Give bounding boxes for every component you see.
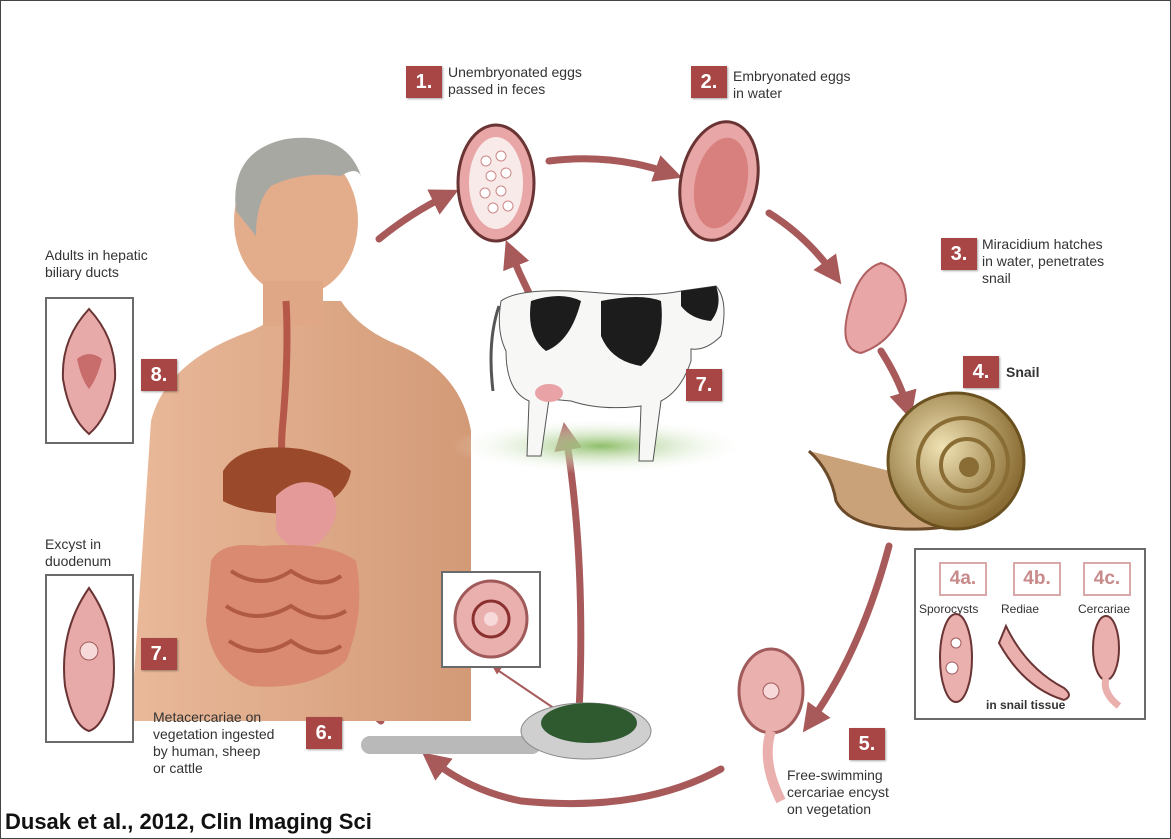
metacercaria-icon	[443, 573, 539, 666]
step-5-badge: 5.	[849, 728, 885, 760]
arrow-vegetation-to-cyst	[496, 669, 561, 713]
snail-stage-drawings	[914, 548, 1142, 716]
step-1-badge: 1.	[406, 66, 442, 98]
arrow-cercariae-to-spoon	[433, 761, 721, 804]
metacercaria-inset	[441, 571, 541, 668]
cow-step-badge: 7.	[686, 369, 722, 401]
adult-fluke-icon	[47, 299, 132, 442]
miracidium	[845, 263, 906, 353]
step-3-label: Miracidium hatchesin water, penetratessn…	[982, 236, 1104, 287]
excyst-inset	[45, 574, 134, 743]
step-7-label: Excyst induodenum	[45, 536, 111, 570]
step-8-badge: 8.	[141, 359, 177, 391]
egg-unembryonated	[458, 125, 534, 241]
egg-embryonated	[669, 114, 768, 247]
step-1-label: Unembryonated eggspassed in feces	[448, 64, 582, 98]
adult-fluke-inset	[45, 297, 134, 444]
snail-figure	[809, 393, 1024, 529]
arrow-miracidium-to-snail	[881, 351, 907, 406]
human-figure	[131, 138, 471, 721]
arrow-human-to-egg	[379, 196, 446, 239]
step-7-badge: 7.	[141, 638, 177, 670]
arrow-snail-to-cercariae	[811, 546, 889, 721]
sporocyst-icon	[940, 614, 972, 702]
step-6-badge: 6.	[306, 717, 342, 749]
step-8-label: Adults in hepaticbiliary ducts	[45, 247, 148, 281]
arrow-cow-to-egg	[511, 253, 529, 293]
citation: Dusak et al., 2012, Clin Imaging Sci	[5, 809, 372, 835]
step-2-label: Embryonated eggsin water	[733, 68, 851, 102]
step-2-badge: 2.	[691, 66, 727, 98]
step-3-badge: 3.	[941, 238, 977, 270]
step-5-label: Free-swimmingcercariae encyston vegetati…	[787, 767, 889, 818]
arrow-egg1-to-egg2	[549, 159, 669, 173]
redia-icon	[999, 626, 1069, 700]
arrow-vegetation-to-cow	[566, 436, 581, 713]
arrow-egg2-to-miracidium	[769, 213, 833, 273]
cercaria-stage-icon	[1093, 616, 1119, 706]
step-4-badge: 4.	[963, 356, 999, 388]
juvenile-fluke-icon	[47, 576, 132, 741]
step-6-label: Metacercariae onvegetation ingestedby hu…	[153, 709, 274, 777]
step-4-label: Snail	[1006, 364, 1039, 381]
